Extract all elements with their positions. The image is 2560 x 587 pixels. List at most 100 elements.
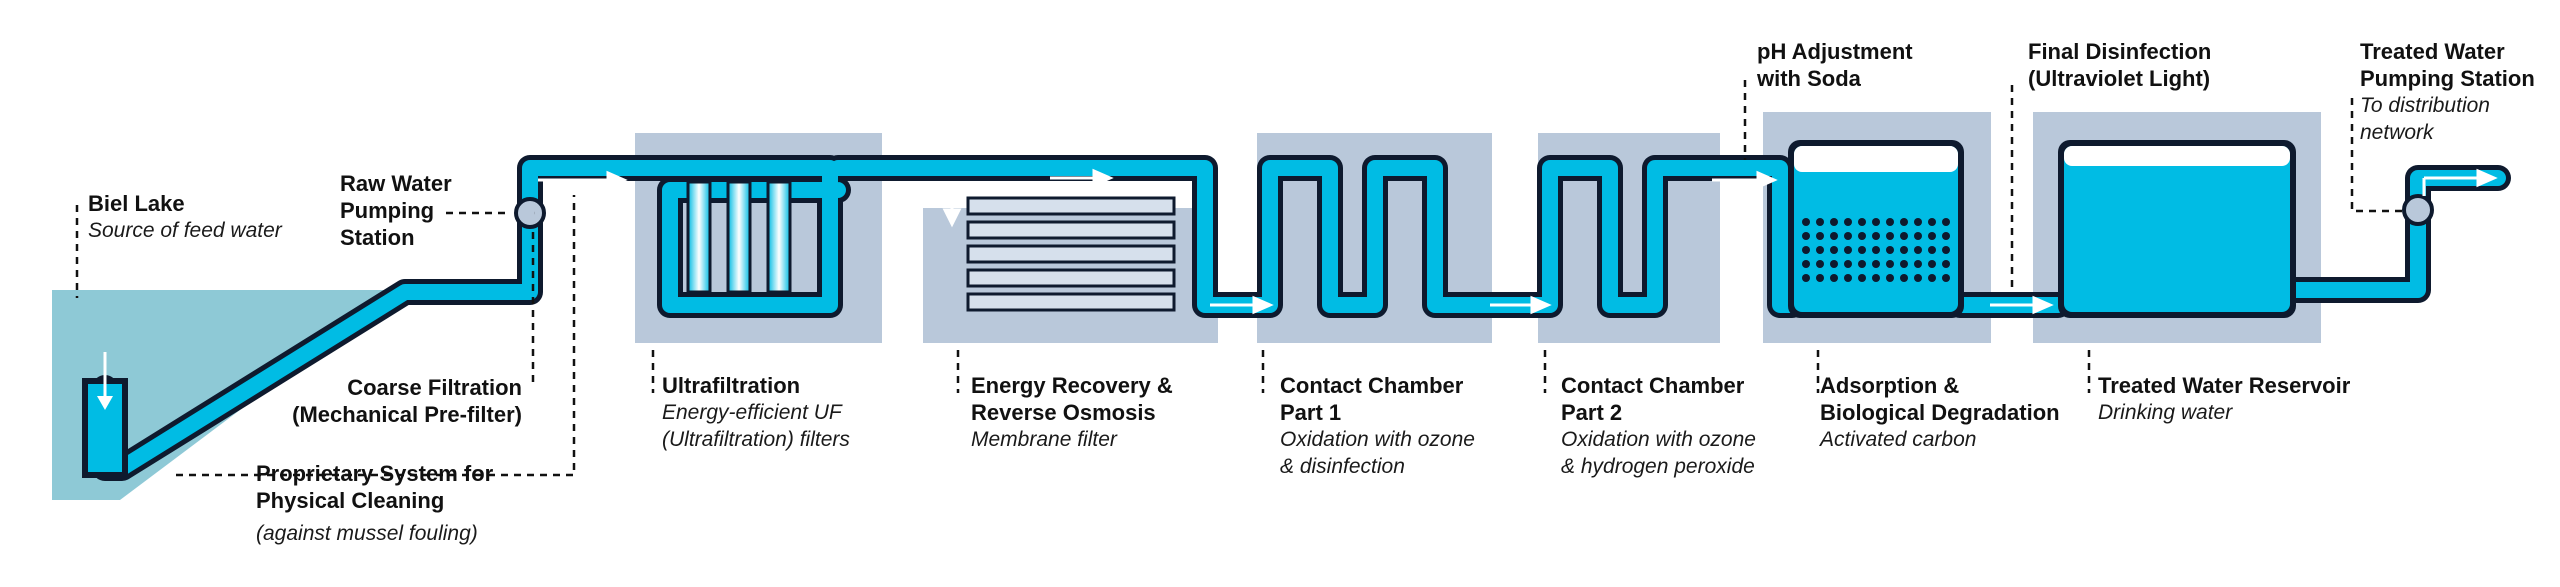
carbon-dot (1872, 274, 1880, 282)
carbon-dot (1928, 246, 1936, 254)
carbon-dot (1816, 218, 1824, 226)
carbon-dot (1928, 274, 1936, 282)
label-raw-water-pumping: Raw Water Pumping Station (340, 170, 452, 251)
flow-arrow-icon (538, 170, 628, 190)
carbon-dot (1886, 274, 1894, 282)
flow-arrow-icon (1490, 295, 1552, 315)
carbon-dot (1830, 232, 1838, 240)
label-subtitle: (against mussel fouling) (256, 522, 478, 545)
label-title-line: Part 2 (1561, 400, 1623, 425)
label-title-line: Station (340, 225, 415, 250)
carbon-dot (1872, 260, 1880, 268)
flow-arrow-icon (1210, 295, 1274, 315)
carbon-dot (1914, 246, 1922, 254)
label-title-line: (Ultraviolet Light) (2028, 66, 2211, 91)
carbon-dot (1886, 246, 1894, 254)
carbon-dot (1858, 274, 1866, 282)
flow-arrow-icon (1050, 168, 1114, 188)
label-biel-lake: Biel Lake Source of feed water (88, 190, 282, 244)
label-title-line: Contact Chamber (1280, 373, 1464, 398)
carbon-dot (1802, 218, 1810, 226)
carbon-dot (1844, 274, 1852, 282)
label-subtitle-line: & disinfection (1280, 455, 1405, 478)
label-title-line: pH Adjustment (1757, 39, 1913, 64)
label-title-line: Pumping Station (2360, 66, 2535, 91)
carbon-dot (1844, 218, 1852, 226)
label-contact-chamber-2: Contact Chamber Part 2 Oxidation with oz… (1561, 372, 1756, 480)
carbon-dot (1914, 218, 1922, 226)
carbon-dot (1830, 274, 1838, 282)
label-ultrafiltration: Ultrafiltration Energy-efficient UF (Ult… (662, 372, 850, 453)
label-title-line: Reverse Osmosis (971, 400, 1156, 425)
label-energy-recovery: Energy Recovery & Reverse Osmosis Membra… (971, 372, 1173, 453)
carbon-dot (1816, 260, 1824, 268)
pump-icon (514, 197, 546, 229)
carbon-dot (1900, 260, 1908, 268)
carbon-dot (1942, 260, 1950, 268)
flow-arrow-icon (1990, 295, 2054, 315)
label-title: Ultrafiltration (662, 373, 801, 398)
carbon-dot (1886, 232, 1894, 240)
ultrafiltration-modules (686, 180, 792, 294)
carbon-dot (1858, 232, 1866, 240)
carbon-dot (1914, 232, 1922, 240)
carbon-dot (1816, 232, 1824, 240)
label-title-line: Biological Degradation (1820, 400, 2060, 425)
label-title-line: with Soda (1757, 66, 1861, 91)
label-treated-water-reservoir: Treated Water Reservoir Drinking water (2098, 372, 2350, 426)
carbon-dot (1942, 218, 1950, 226)
label-title-line: Contact Chamber (1561, 373, 1745, 398)
label-subtitle-line: Energy-efficient UF (662, 401, 842, 424)
label-final-disinfection: Final Disinfection (Ultraviolet Light) (2028, 38, 2211, 92)
flow-arrow-icon (2422, 168, 2498, 196)
carbon-dot (1900, 218, 1908, 226)
reservoir-tank (2058, 140, 2296, 318)
label-subtitle: Drinking water (2098, 401, 2233, 424)
carbon-dot (1942, 232, 1950, 240)
main-pipe (92, 155, 2511, 481)
label-title: Treated Water Reservoir (2098, 373, 2351, 398)
carbon-dot (1928, 232, 1936, 240)
carbon-dot (1914, 260, 1922, 268)
leader-lines (75, 80, 2402, 477)
carbon-dot (1900, 274, 1908, 282)
carbon-dot (1942, 246, 1950, 254)
carbon-dot (1844, 260, 1852, 268)
label-title-line: Proprietary System for (256, 461, 494, 486)
carbon-dot (1802, 232, 1810, 240)
carbon-dot (1830, 218, 1838, 226)
label-proprietary-system: Proprietary System for Physical Cleaning… (256, 460, 493, 547)
label-subtitle-line: network (2360, 121, 2434, 144)
label-title-line: Physical Cleaning (256, 488, 445, 513)
carbon-dot (1844, 232, 1852, 240)
label-subtitle: Activated carbon (1820, 428, 1977, 451)
membrane-icon (966, 196, 1176, 312)
carbon-dot (1858, 218, 1866, 226)
flow-arrow-icon (97, 396, 113, 410)
label-subtitle-line: To distribution (2360, 94, 2490, 117)
carbon-dot (1886, 260, 1894, 268)
adsorption-tank (1788, 140, 1964, 318)
label-title-line: Adsorption & (1820, 373, 1960, 398)
pump-icon (2402, 194, 2434, 226)
carbon-dot (1914, 274, 1922, 282)
carbon-dot (1942, 274, 1950, 282)
label-title-line: Pumping (340, 198, 435, 223)
label-contact-chamber-1: Contact Chamber Part 1 Oxidation with oz… (1280, 372, 1475, 480)
carbon-dot (1928, 218, 1936, 226)
carbon-dot (1816, 246, 1824, 254)
label-title-line: Energy Recovery & (971, 373, 1173, 398)
label-title-line: Part 1 (1280, 400, 1342, 425)
label-subtitle-line: Oxidation with ozone (1561, 428, 1756, 451)
carbon-dot (1858, 260, 1866, 268)
flow-arrow-icon (1712, 170, 1778, 190)
carbon-dot (1900, 232, 1908, 240)
label-title-line: Raw Water (340, 171, 452, 196)
carbon-dot (1900, 246, 1908, 254)
label-subtitle-line: (Ultrafiltration) filters (662, 428, 850, 451)
carbon-dot (1886, 218, 1894, 226)
label-ph-adjustment: pH Adjustment with Soda (1757, 38, 1913, 92)
carbon-dot (1830, 246, 1838, 254)
label-treated-water-pumping: Treated Water Pumping Station To distrib… (2360, 38, 2535, 146)
